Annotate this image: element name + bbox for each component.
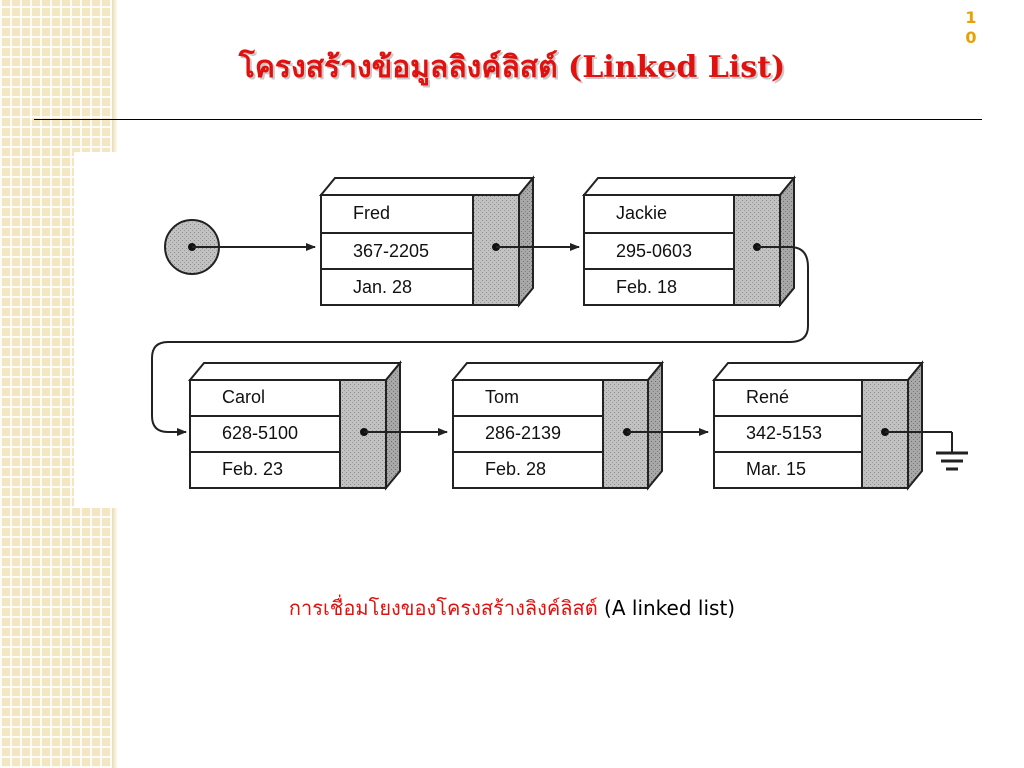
linked-list-diagram: Fred 367-2205 Jan. 28 Jackie 295-0603 Fe… [151, 175, 968, 491]
page-number: 10 [965, 8, 977, 47]
node-fred-phone: 367-2205 [353, 241, 429, 261]
node-tom-name: Tom [485, 387, 519, 407]
node-rene-date: Mar. 15 [746, 459, 806, 479]
node-jackie: Jackie 295-0603 Feb. 18 [581, 175, 797, 308]
figure-caption: การเชื่อมโยงของโครงสร้างลิงค์ลิสต์ (A li… [0, 592, 1024, 624]
node-carol-name: Carol [222, 387, 265, 407]
node-rene-phone: 342-5153 [746, 423, 822, 443]
linked-list-figure: Fred 367-2205 Jan. 28 Jackie 295-0603 Fe… [74, 152, 1008, 508]
null-ground-icon [885, 431, 968, 471]
node-tom-date: Feb. 28 [485, 459, 546, 479]
node-jackie-date: Feb. 18 [616, 277, 677, 297]
node-carol: Carol 628-5100 Feb. 23 [187, 360, 403, 491]
node-jackie-name: Jackie [616, 203, 667, 223]
node-fred-date: Jan. 28 [353, 277, 412, 297]
title-divider [34, 119, 982, 120]
node-tom: Tom 286-2139 Feb. 28 [450, 360, 665, 491]
caption-english: (A linked list) [604, 596, 736, 620]
node-rene: René 342-5153 Mar. 15 [711, 360, 925, 491]
node-tom-phone: 286-2139 [485, 423, 561, 443]
node-fred-name: Fred [353, 203, 390, 223]
node-fred: Fred 367-2205 Jan. 28 [318, 175, 536, 308]
node-jackie-phone: 295-0603 [616, 241, 692, 261]
node-carol-date: Feb. 23 [222, 459, 283, 479]
caption-thai: การเชื่อมโยงของโครงสร้างลิงค์ลิสต์ [288, 596, 598, 620]
arrow-jackie-to-carol [151, 246, 809, 436]
node-carol-phone: 628-5100 [222, 423, 298, 443]
slide-title: โครงสร้างข้อมูลลิงค์ลิสต์ (Linked List) [238, 50, 786, 85]
node-rene-name: René [746, 387, 789, 407]
